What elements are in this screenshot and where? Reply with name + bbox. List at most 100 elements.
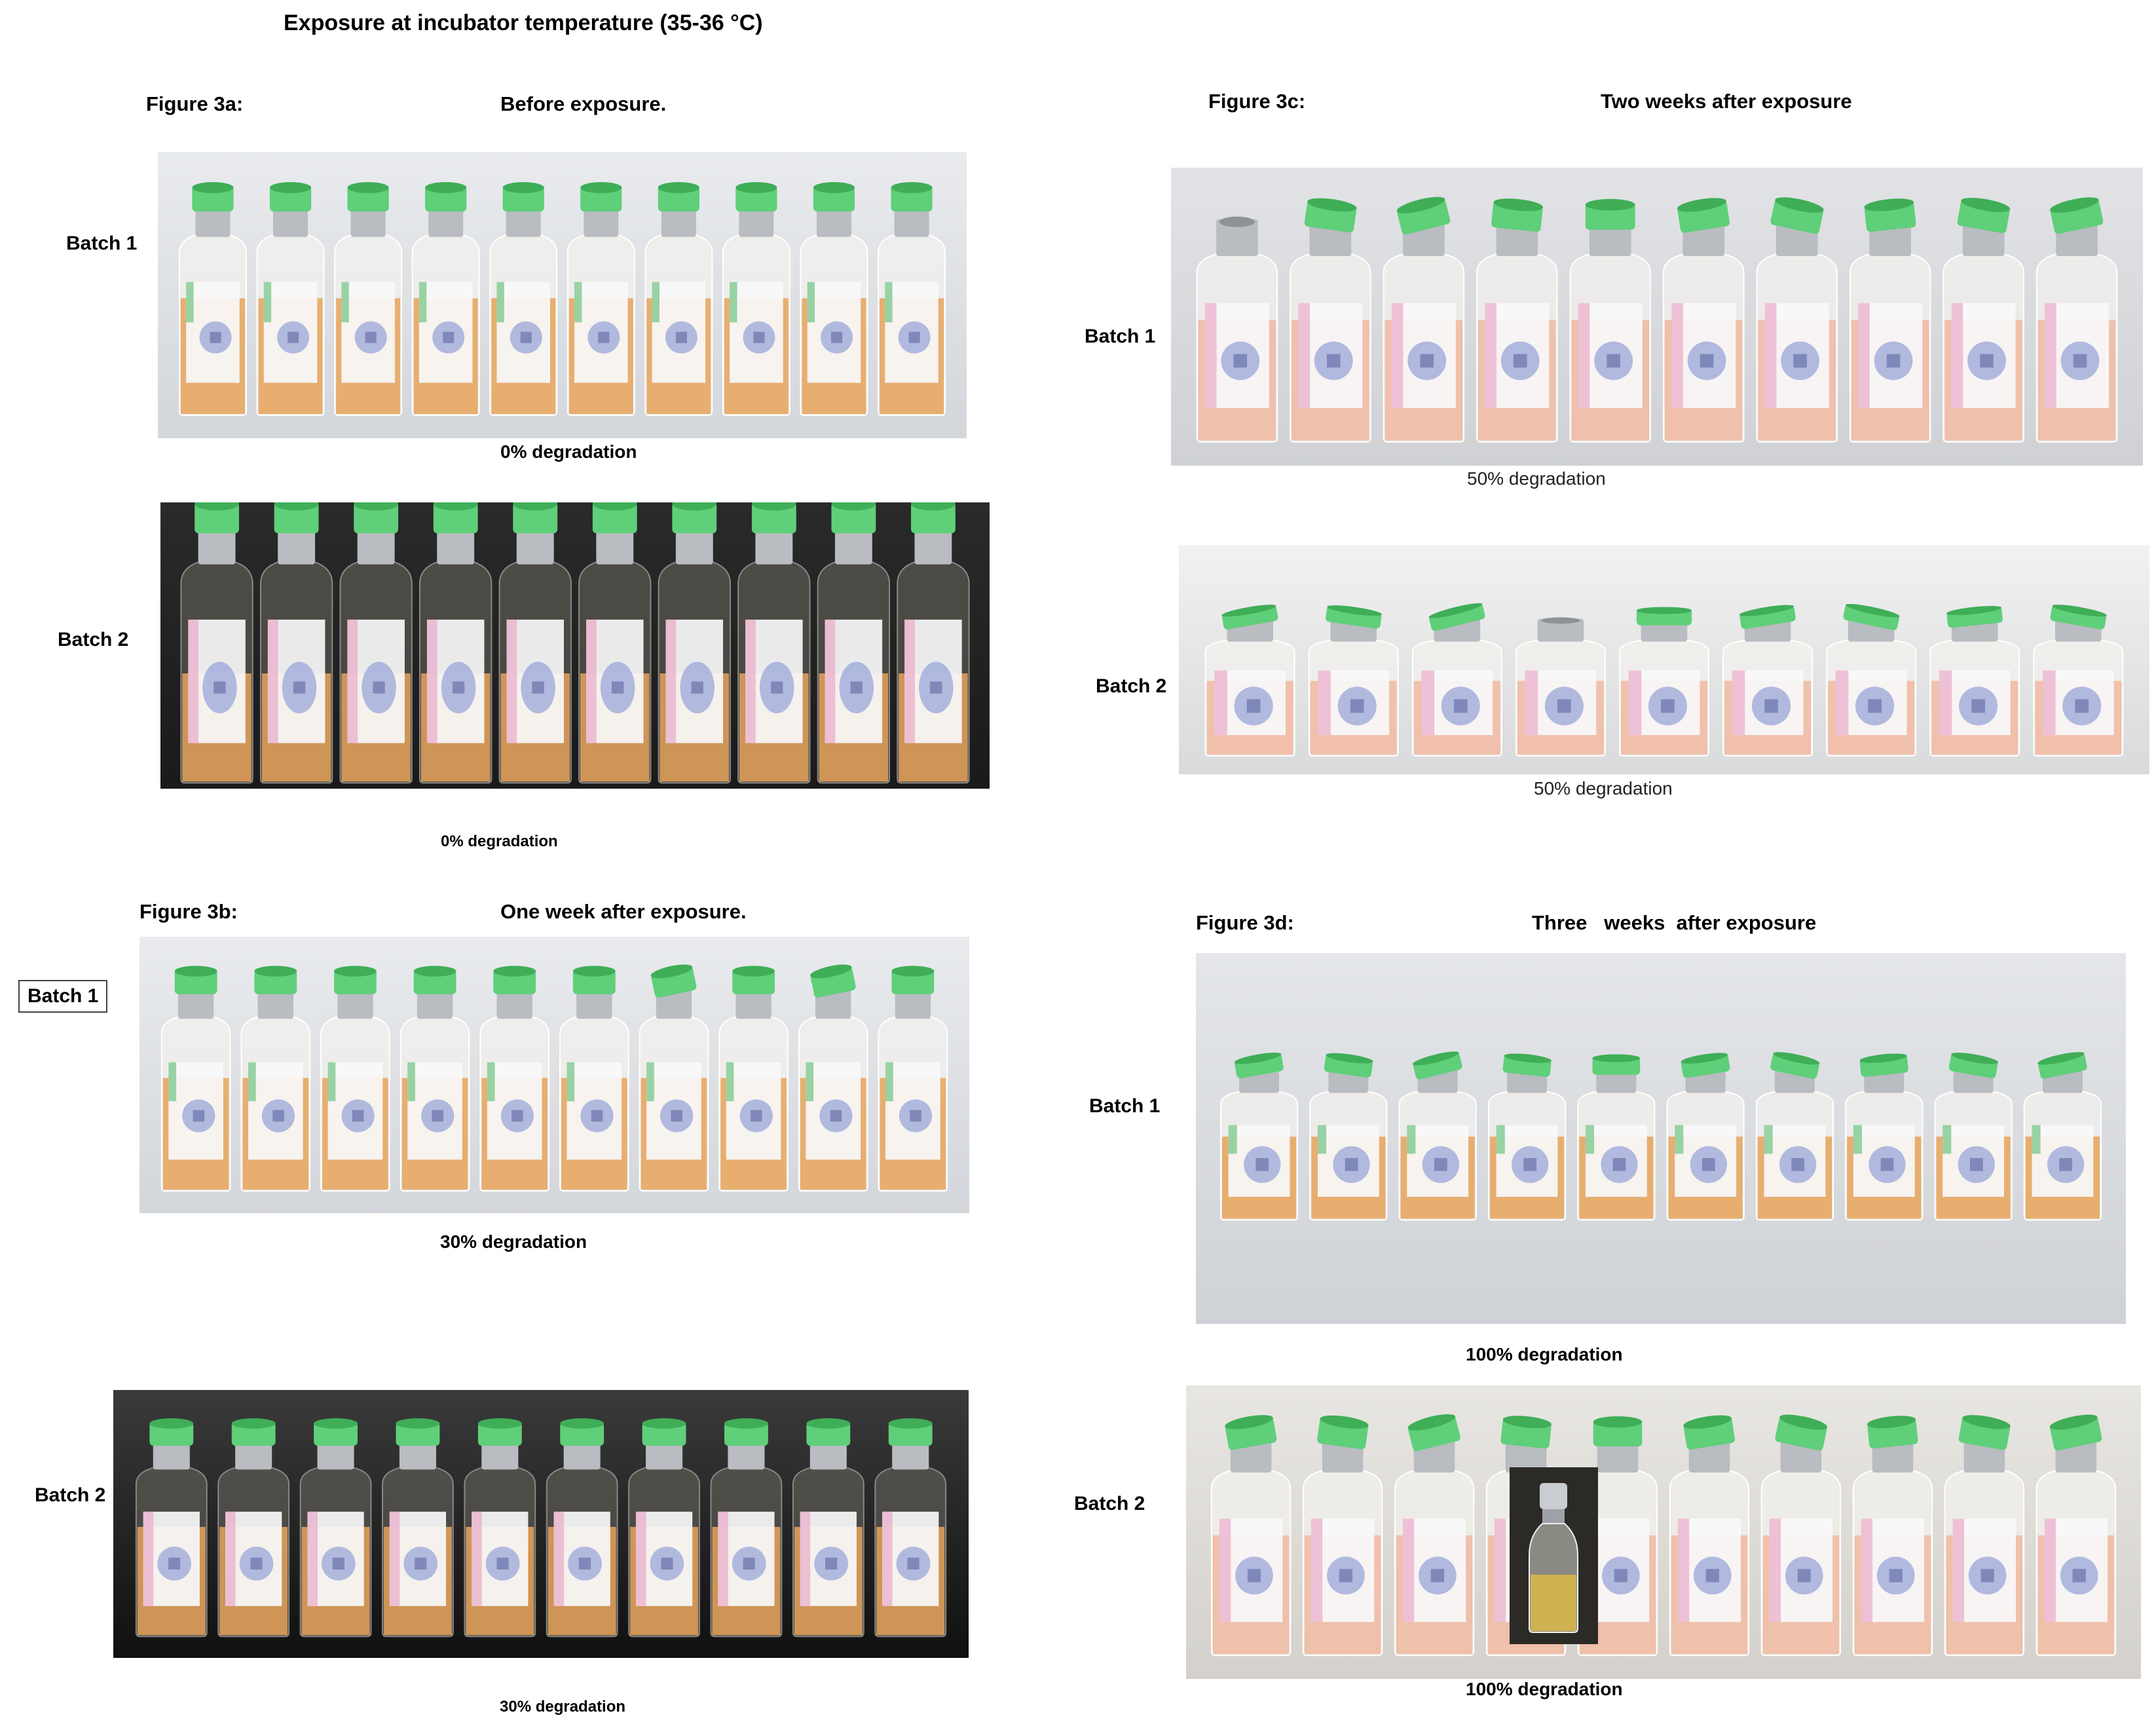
vial-icon: [1929, 606, 2020, 757]
figure-3c-batch2-photo: [1179, 545, 2149, 774]
figure-3b-batch1-label: Batch 1: [18, 980, 108, 1013]
figure-3b-batch1-photo: [139, 937, 969, 1213]
vial-icon: [1210, 1415, 1292, 1657]
figure-3c-batch1-photo: [1171, 168, 2143, 466]
vial-icon: [1487, 1053, 1567, 1221]
vial-icon: [240, 966, 311, 1192]
vial-icon: [878, 966, 948, 1192]
vial-icon: [1476, 198, 1558, 443]
vial-icon: [400, 966, 470, 1192]
vial-icon: [256, 181, 325, 417]
vial-icon: [722, 181, 790, 417]
figure-3d-label: Figure 3d:: [1196, 911, 1294, 934]
vial-icon: [1852, 1416, 1933, 1657]
vial-icon: [1398, 1051, 1477, 1221]
vial-icon: [339, 502, 413, 784]
vial-icon: [817, 502, 891, 784]
vial-icon: [578, 502, 652, 784]
vial-icon: [1760, 1414, 1842, 1657]
vial-icon: [178, 181, 247, 417]
vial-icon: [1569, 198, 1652, 443]
figure-3a-batch2-photo: [160, 502, 990, 789]
vial-icon: [2035, 1414, 2117, 1657]
vial-icon: [1302, 1415, 1383, 1657]
vial-icon: [1666, 1053, 1745, 1221]
figure-3b-batch2-label: Batch 2: [35, 1484, 106, 1506]
vial-icon: [718, 966, 789, 1192]
figure-3a-label: Figure 3a:: [146, 92, 244, 115]
vial-icon: [135, 1418, 208, 1638]
vial-icon: [1196, 216, 1278, 443]
vial-icon: [628, 1418, 700, 1638]
vial-icon: [180, 502, 253, 784]
vial-icon: [1383, 197, 1465, 443]
vial-icon: [1826, 603, 1917, 757]
vial-icon: [897, 502, 970, 784]
vial-icon: [1722, 605, 1813, 757]
vial-icon: [874, 1418, 947, 1638]
figure-3d-batch2-label: Batch 2: [1074, 1493, 1145, 1514]
vial-icon: [546, 1418, 618, 1638]
figure-3c-batch2-result: 50% degradation: [1534, 778, 1673, 798]
vial-icon: [800, 181, 868, 417]
vial-icon: [1755, 1052, 1834, 1221]
vial-icon: [792, 1418, 864, 1638]
figure-3b-batch1-result: 30% degradation: [440, 1231, 587, 1252]
vial-icon: [299, 1418, 372, 1638]
figure-3b-caption: One week after exposure.: [500, 900, 747, 923]
vial-icon: [419, 502, 493, 784]
inset-vial-icon: [1529, 1483, 1578, 1633]
figure-3d-inset-vial-photo: [1510, 1467, 1598, 1644]
vial-icon: [259, 502, 333, 784]
figure-3c-batch1-result: 50% degradation: [1467, 468, 1606, 489]
figure-3a-batch2-label: Batch 2: [58, 629, 129, 650]
figure-3a-caption: Before exposure.: [500, 92, 667, 115]
vial-icon: [1944, 1415, 2025, 1657]
vial-icon: [1845, 1053, 1924, 1221]
vial-icon: [1308, 605, 1399, 757]
figure-3a-batch1-label: Batch 1: [66, 233, 138, 254]
vial-icon: [1669, 1415, 1750, 1657]
vial-icon: [1934, 1052, 2013, 1221]
vial-icon: [1849, 198, 1931, 443]
figure-3b-batch2-photo: [113, 1390, 969, 1658]
figure-3d-batch1-result: 100% degradation: [1466, 1344, 1623, 1364]
vial-icon: [464, 1418, 536, 1638]
vial-icon: [334, 181, 403, 417]
vial-icon: [639, 964, 709, 1192]
vial-icon: [2035, 197, 2118, 443]
figure-3d-batch2-result: 100% degradation: [1466, 1679, 1623, 1699]
figure-3d-batch1-photo: [1196, 953, 2126, 1324]
vial-icon: [878, 181, 946, 417]
vial-icon: [498, 502, 572, 784]
vial-icon: [217, 1418, 290, 1638]
vial-icon: [1290, 198, 1371, 443]
vial-icon: [737, 502, 811, 784]
vial-icon: [2023, 1052, 2102, 1221]
vial-icon: [798, 964, 868, 1192]
vial-icon: [2033, 605, 2124, 757]
figure-3c-label: Figure 3c:: [1208, 90, 1306, 113]
figure-3d-batch2-photo: [1186, 1385, 2141, 1679]
vial-icon: [567, 181, 635, 417]
vial-icon: [382, 1418, 454, 1638]
vial-icon: [710, 1418, 783, 1638]
figure-3d-caption: Three weeks after exposure: [1532, 911, 1817, 934]
vial-icon: [160, 966, 231, 1192]
vial-icon: [1515, 617, 1606, 757]
vial-icon: [479, 966, 549, 1192]
vial-icon: [1411, 603, 1502, 757]
figure-3a-batch1-photo: [158, 152, 967, 438]
vial-icon: [1662, 198, 1745, 443]
vial-icon: [411, 181, 480, 417]
vial-icon: [1309, 1053, 1388, 1221]
figure-3a-batch2-result: 0% degradation: [441, 833, 558, 850]
vial-icon: [658, 502, 731, 784]
vial-icon: [559, 966, 629, 1192]
figure-3c-batch2-label: Batch 2: [1096, 675, 1167, 697]
figure-title: Exposure at incubator temperature (35-36…: [284, 10, 763, 35]
figure-3a-batch1-result: 0% degradation: [500, 441, 637, 462]
figure-3c-caption: Two weeks after exposure: [1601, 90, 1852, 113]
vial-icon: [1577, 1054, 1656, 1221]
figure-3c-batch1-label: Batch 1: [1085, 326, 1156, 347]
